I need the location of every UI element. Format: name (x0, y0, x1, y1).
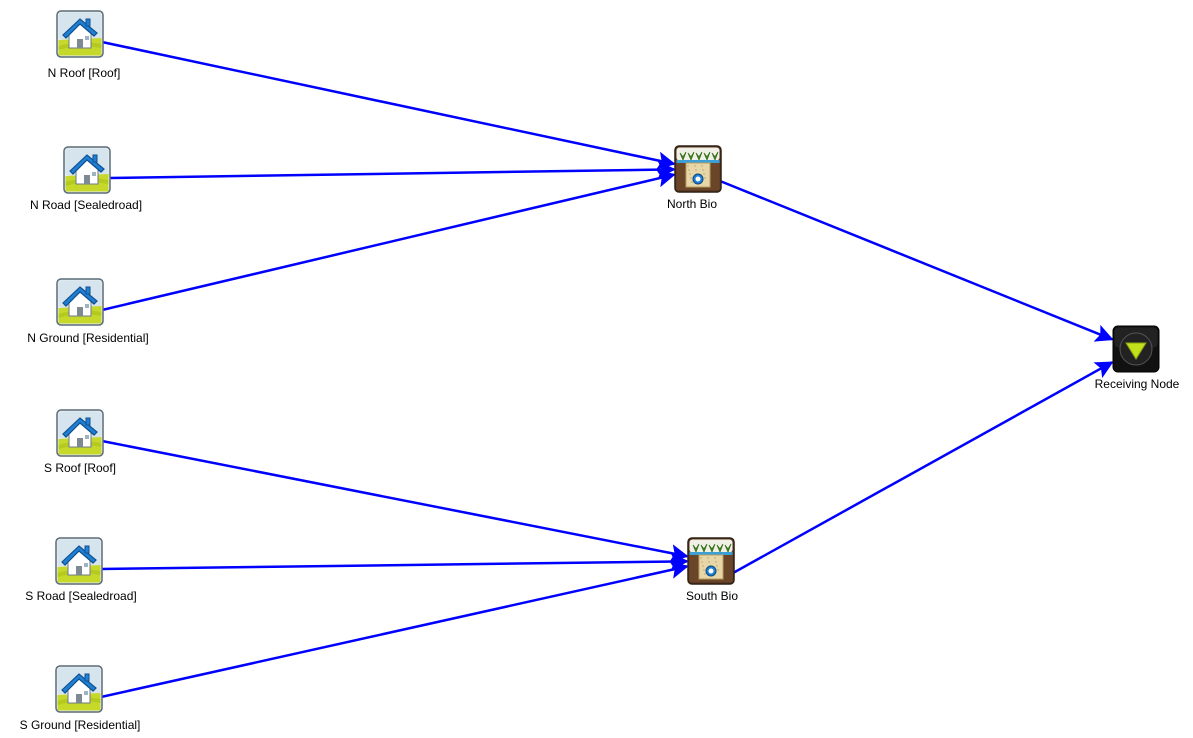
link-s_roof-to-south_bio[interactable] (101, 439, 689, 562)
node-label: N Roof [Roof] (47, 66, 121, 80)
link-s_road-to-south_bio[interactable] (100, 552, 689, 571)
link-north_bio-to-receiving[interactable] (719, 179, 1114, 342)
bioretention-icon (674, 145, 722, 193)
node-label: N Ground [Residential] (27, 331, 149, 345)
node-label: S Roof [Roof] (43, 461, 117, 475)
bioretention-icon (687, 537, 735, 585)
node-label: S Road [Sealedroad] (25, 589, 137, 603)
link-south_bio-to-receiving[interactable] (732, 361, 1114, 575)
node-label: S Ground [Residential] (19, 718, 141, 732)
node-label: North Bio (666, 197, 718, 211)
house-icon (56, 10, 104, 58)
node-label: South Bio (685, 589, 739, 603)
link-n_roof-to-north_bio[interactable] (101, 40, 676, 170)
receiving-node-icon (1112, 325, 1160, 373)
house-icon (55, 537, 103, 585)
house-icon (56, 409, 104, 457)
node-label: Receiving Node (1094, 377, 1180, 391)
house-icon (56, 278, 104, 326)
link-s_ground-to-south_bio[interactable] (100, 561, 689, 699)
node-label: N Road [Sealedroad] (29, 198, 143, 212)
house-icon (63, 146, 111, 194)
house-icon (55, 665, 103, 713)
link-n_road-to-north_bio[interactable] (108, 160, 676, 180)
link-n_ground-to-north_bio[interactable] (101, 169, 676, 312)
